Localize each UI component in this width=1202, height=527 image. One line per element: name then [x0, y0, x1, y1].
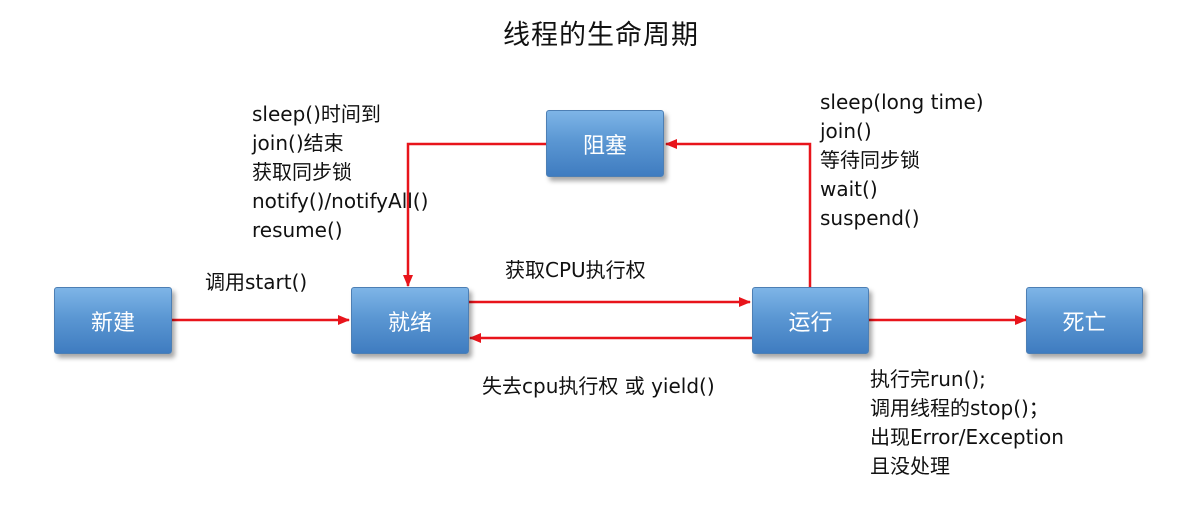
condition-line: join()结束 [252, 131, 344, 155]
label-get-cpu: 获取CPU执行权 [505, 258, 646, 282]
node-blocked: 阻塞 [546, 110, 664, 177]
condition-line: 且没处理 [870, 454, 950, 478]
condition-line: resume() [252, 218, 343, 242]
label-blocked-to-ready: sleep()时间到 join()结束 获取同步锁 notify()/notif… [252, 102, 428, 247]
condition-line: suspend() [820, 206, 920, 230]
diagram-title: 线程的生命周期 [503, 20, 699, 51]
condition-line: 获取同步锁 [252, 160, 352, 184]
arrow-running-to-blocked [665, 139, 812, 287]
condition-line: join() [820, 119, 872, 143]
node-new: 新建 [54, 287, 172, 354]
label-running-to-dead: 执行完run(); 调用线程的stop()； 出现Error/Exception… [870, 367, 1064, 483]
condition-line: 出现Error/Exception [870, 425, 1064, 449]
label-start: 调用start() [205, 270, 308, 294]
condition-line: sleep()时间到 [252, 102, 381, 126]
node-dead: 死亡 [1026, 287, 1143, 354]
condition-line: 等待同步锁 [820, 148, 920, 172]
condition-line: 调用线程的stop()； [870, 396, 1049, 420]
label-running-to-blocked: sleep(long time) join() 等待同步锁 wait() sus… [820, 90, 984, 235]
label-lose-cpu: 失去cpu执行权 或 yield() [482, 374, 715, 398]
node-ready: 就绪 [351, 287, 469, 354]
node-running: 运行 [752, 287, 869, 354]
condition-line: notify()/notifyAll() [252, 189, 429, 213]
condition-line: wait() [820, 177, 878, 201]
condition-line: 执行完run(); [870, 367, 986, 391]
condition-line: sleep(long time) [820, 90, 984, 114]
arrow-blocked-to-ready [403, 142, 546, 287]
